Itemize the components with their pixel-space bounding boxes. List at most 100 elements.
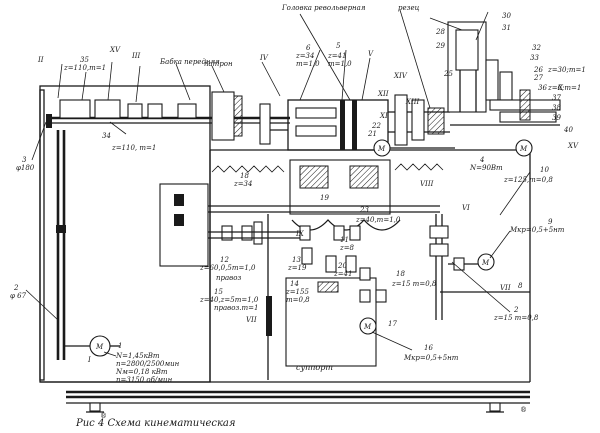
label-vii: VII	[500, 284, 511, 292]
label-vii-bottom: VII	[246, 316, 257, 324]
label-3: 3	[22, 156, 27, 164]
label-14-spec2: m=0,8	[286, 296, 310, 304]
label-38: 38	[552, 104, 561, 112]
label-x: X	[557, 84, 564, 92]
label-13: 13	[292, 256, 301, 264]
label-13-spec: z=19	[287, 264, 307, 272]
label-20-spec: z=41	[333, 270, 352, 278]
label-40: 40	[563, 126, 573, 134]
label-roman-ii: II	[37, 56, 44, 64]
label-spec-26-27: z=30;m=1	[547, 66, 586, 74]
label-xv-right: XV	[567, 142, 579, 150]
label-12-extra: правоз	[216, 274, 241, 282]
label-12: 12	[220, 256, 229, 264]
label-34: 34	[102, 132, 111, 140]
label-10: 10	[540, 166, 549, 174]
label-26: 26	[533, 66, 543, 74]
motor-1-label: M	[95, 343, 104, 351]
label-4-spec: N=90Вт	[469, 164, 503, 172]
label-xv: XV	[109, 46, 121, 54]
label-5: 5	[336, 42, 341, 50]
label-23-spec: z=40,m=1,0	[355, 216, 401, 224]
label-golovka: Головка револьверная	[281, 4, 366, 12]
label-10-spec: z=125,m=0,8	[503, 176, 553, 184]
label-2-left-spec: φ 67	[10, 292, 27, 300]
label-23: 23	[359, 206, 369, 214]
label-18b: 18	[396, 270, 405, 278]
label-3-spec: φ180	[16, 164, 35, 172]
label-18b-spec: z=15 m=0,8	[391, 280, 437, 288]
label-12-spec: z=60,0,5m=1,0	[199, 264, 256, 272]
label-39: 39	[552, 114, 561, 122]
label-support: суппорт	[296, 363, 333, 372]
label-33: 33	[530, 54, 539, 62]
label-xiv: XIV	[393, 72, 408, 80]
label-18-spec: z=34	[233, 180, 252, 188]
label-5-spec2: m=1,0	[328, 60, 352, 68]
registered-mark-right: ®	[520, 406, 527, 414]
label-8: 8	[518, 282, 523, 290]
motor-1: M	[64, 335, 120, 357]
label-xiii: XIII	[405, 98, 420, 106]
label-16: 16	[424, 344, 433, 352]
label-16-spec: Мкр=0,5+5нт	[403, 354, 459, 362]
label-xii: XII	[377, 90, 389, 98]
label-1-spec2: n=2800/2500мин	[116, 360, 180, 368]
label-25: 25	[443, 70, 453, 78]
main-shaft	[46, 91, 290, 360]
label-36: 36	[538, 84, 547, 92]
label-9: 9	[548, 218, 553, 226]
label-30: 30	[502, 12, 511, 20]
label-i: I	[87, 356, 91, 364]
label-1-spec3: Nм=0,18 кВт	[115, 368, 168, 376]
carriage	[159, 159, 440, 380]
label-22: 22	[371, 122, 381, 130]
machine-frame	[39, 85, 531, 413]
label-35: 35	[80, 56, 89, 64]
label-1-spec4: n=3150 об/мин	[116, 376, 173, 384]
label-6-spec1: z=34	[295, 52, 314, 60]
label-2: 2	[513, 306, 519, 314]
label-babka: Бабка передняя	[159, 58, 220, 66]
label-vi: VI	[462, 204, 470, 212]
label-1: 1	[118, 342, 122, 350]
label-ix: IX	[295, 230, 305, 238]
motor-9-label: M	[481, 259, 490, 267]
label-14-spec: z=155	[285, 288, 309, 296]
label-29: 29	[435, 42, 445, 50]
label-iii: III	[131, 52, 141, 60]
revolver-head	[259, 21, 561, 151]
label-15-spec: z=40,z=5m=1,0	[199, 296, 259, 304]
label-5-spec1: z=41	[327, 52, 346, 60]
label-patron: патрон	[204, 60, 233, 68]
label-18: 18	[240, 172, 249, 180]
motor-x-label: M	[519, 145, 528, 153]
label-34-spec: z=110, m=1	[111, 144, 156, 152]
label-15-extra: правоз.m=1	[214, 304, 258, 312]
label-35-spec: z=110,m=1	[63, 64, 106, 72]
figure-caption: Рис 4 Схема кинематическая	[75, 418, 236, 429]
motor-4-label: M	[377, 145, 386, 153]
label-32: 32	[532, 44, 541, 52]
label-6-spec2: m=1,0	[296, 60, 320, 68]
label-17: 17	[388, 320, 397, 328]
label-2-left: 2	[13, 284, 19, 292]
label-19: 19	[320, 194, 329, 202]
right-gear-train: M M	[359, 214, 530, 335]
label-iv: IV	[259, 54, 269, 62]
label-31: 31	[502, 24, 511, 32]
motor-4: M M	[211, 139, 533, 173]
motor-17-label: M	[363, 323, 372, 331]
label-28: 28	[435, 28, 445, 36]
label-6: 6	[306, 44, 311, 52]
label-rezets: резец	[398, 4, 420, 12]
label-37: 37	[552, 94, 561, 102]
label-2-spec: z=15 m=0,8	[493, 314, 539, 322]
label-v: V	[368, 50, 374, 58]
label-1-spec1: N=1,45кВт	[115, 352, 160, 360]
label-4: 4	[479, 156, 484, 164]
labels: II 35 z=110,m=1 XV III Бабка передняя па…	[10, 4, 586, 429]
registered-mark-left: ®	[100, 412, 107, 420]
label-20: 20	[337, 262, 347, 270]
